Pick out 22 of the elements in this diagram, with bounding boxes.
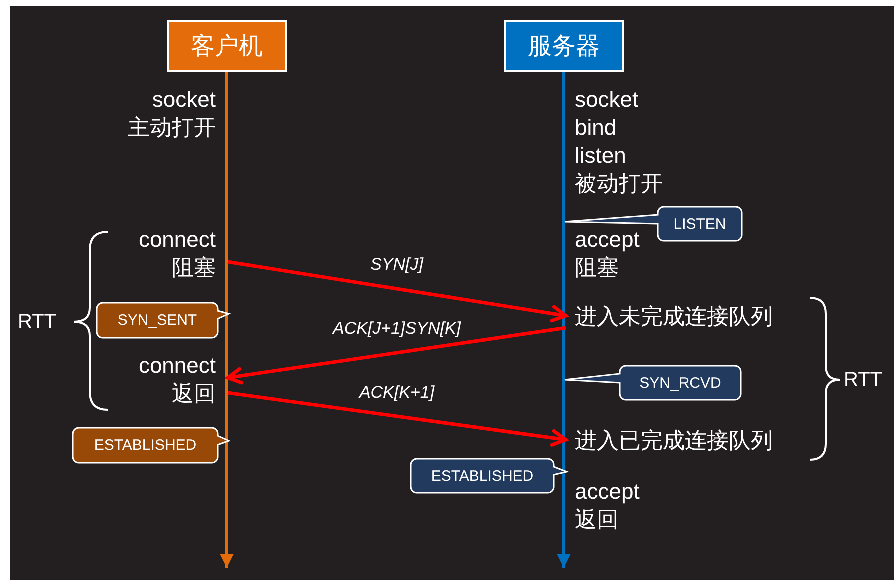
lifeline-arrow (557, 72, 571, 568)
lifeline-arrow (220, 72, 234, 568)
rtt-label: RTT (18, 310, 58, 335)
rtt-label: RTT (844, 368, 884, 393)
message-arrow (226, 326, 566, 385)
edge-label: ACK[K+1] (356, 382, 438, 402)
edge-label: ACK[J+1]SYN[K] (330, 319, 464, 339)
step-text: 进入未完成连接队列 (566, 303, 798, 333)
state-callout: SYN_SENT (95, 301, 231, 340)
step-text: connect 阻塞 (110, 226, 228, 282)
step-text: accept 返回 (575, 478, 641, 534)
step-text: socket bind listen 被动打开 (575, 86, 664, 198)
state-callout: ESTABLISHED (71, 426, 231, 465)
lifeline-header: 客户机 (167, 20, 287, 72)
message-arrow (228, 260, 568, 323)
step-text: 进入已完成连接队列 (566, 427, 798, 457)
message-arrow (228, 391, 568, 447)
step-text: socket 主动打开 (127, 86, 216, 142)
lifeline-header: 服务器 (504, 20, 624, 72)
step-text: connect 返回 (110, 352, 228, 408)
state-callout: SYN_RCVD (564, 364, 744, 402)
state-callout: ESTABLISHED (409, 457, 569, 495)
